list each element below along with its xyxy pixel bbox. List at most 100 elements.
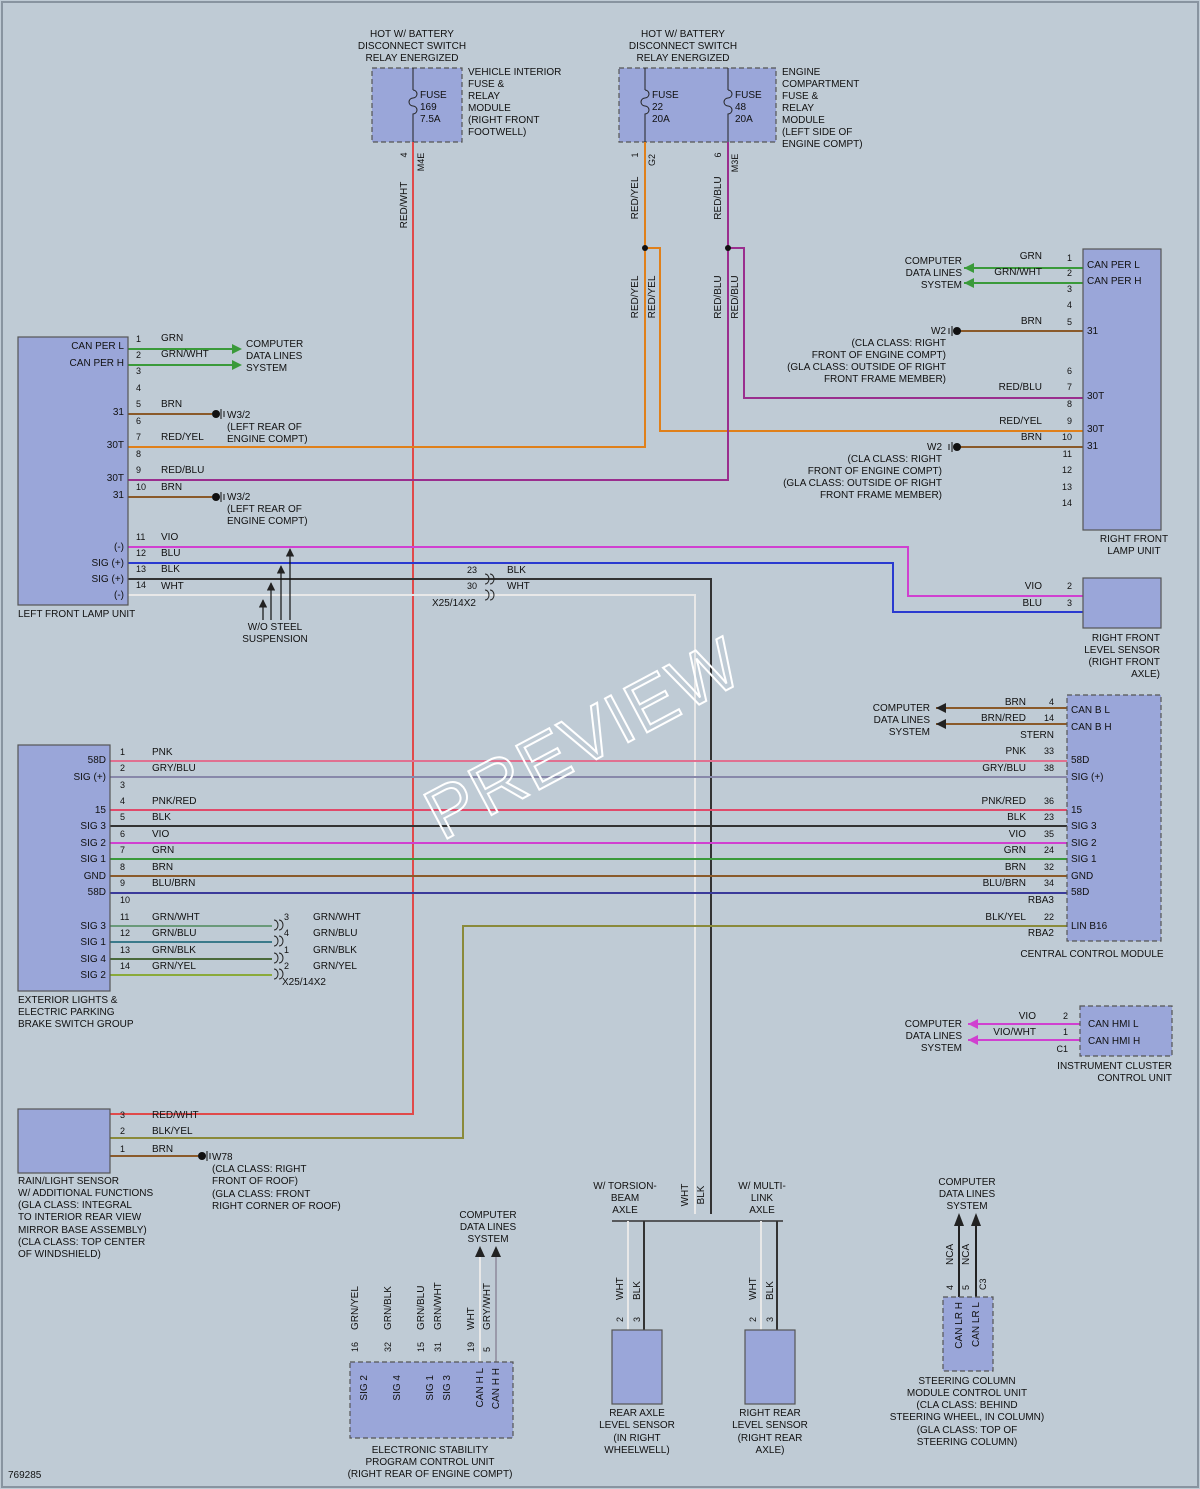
- pin: 24: [1044, 845, 1054, 855]
- pin: 1: [1067, 253, 1072, 263]
- left-lamp-30t: 30T: [107, 440, 124, 451]
- right-rear-box: [744, 1329, 796, 1405]
- multilink-label: AXLE: [749, 1205, 775, 1216]
- pin: 23: [467, 565, 477, 575]
- ext-label: SIG 2: [80, 970, 106, 981]
- connector-icon: [273, 968, 284, 980]
- ccm-label: SIG 2: [1071, 838, 1097, 849]
- wire-label-red-yel: RED/YEL: [630, 176, 641, 219]
- fuse2-conn-b: M3E: [730, 154, 740, 173]
- wire-label-red-yel: RED/YEL: [647, 275, 658, 318]
- left-lamp-can-per-l: CAN PER L: [71, 341, 124, 352]
- ground-label: FRONT OF ENGINE COMPT): [812, 350, 946, 361]
- pin: 31: [433, 1342, 443, 1352]
- wire-label: BRN/RED: [981, 713, 1026, 724]
- fuse-box-1: HOT W/ BATTERY DISCONNECT SWITCH RELAY E…: [358, 29, 561, 228]
- pin: 11: [1063, 449, 1072, 459]
- ccm-label: CAN B H: [1071, 722, 1112, 733]
- exterior-lights-group: EXTERIOR LIGHTS & ELECTRIC PARKING BRAKE…: [17, 744, 200, 1030]
- wire-label: PNK: [1005, 746, 1026, 757]
- cdl-label-2: DATA LINES: [246, 351, 303, 362]
- rear-axle-box: [611, 1329, 663, 1405]
- arrow-left-icon: [964, 263, 974, 273]
- esp-name: ELECTRONIC STABILITY: [372, 1445, 489, 1456]
- fuse-icon: [723, 68, 733, 142]
- rf-level-name: RIGHT FRONT: [1092, 633, 1160, 644]
- pin: 3: [136, 366, 141, 376]
- fuse2-pin-b: 6: [713, 152, 723, 157]
- wire-label: VIO/WHT: [993, 1027, 1036, 1038]
- axle-options: W/ TORSION- BEAM AXLE W/ MULTI- LINK AXL…: [593, 1181, 786, 1216]
- suspension-arrows: [258, 548, 295, 620]
- wire-label: VIO: [1009, 829, 1026, 840]
- fuse1-module-5: (RIGHT FRONT: [468, 115, 539, 126]
- wires: [110, 142, 1083, 1362]
- wire-label: BLK/YEL: [985, 912, 1026, 923]
- rain-name: OF WINDSHIELD): [18, 1249, 101, 1260]
- wire-label: WHT: [161, 581, 184, 592]
- wire-label: PNK/RED: [982, 796, 1026, 807]
- rear-axle-name: WHEELWELL): [604, 1445, 669, 1456]
- wire-label: RED/BLU: [999, 382, 1042, 393]
- torsion-label: W/ TORSION-: [593, 1181, 657, 1192]
- ground-label: RIGHT CORNER OF ROOF): [212, 1201, 341, 1212]
- left-lamp-31: 31: [113, 490, 125, 501]
- cdl-label: DATA LINES: [906, 1031, 963, 1042]
- instrument-cluster: INSTRUMENT CLUSTER CONTROL UNIT CAN HMI …: [905, 1005, 1173, 1084]
- rain-light-sensor: RAIN/LIGHT SENSOR W/ ADDITIONAL FUNCTION…: [17, 1108, 341, 1260]
- right-lamp-label: CAN PER L: [1087, 260, 1140, 271]
- pin: 14: [120, 961, 130, 971]
- pin: 11: [120, 912, 129, 922]
- left-lamp-name: LEFT FRONT LAMP UNIT: [18, 609, 135, 620]
- wire-label-red-wht: RED/WHT: [399, 182, 410, 229]
- multilink-label: W/ MULTI-: [738, 1181, 786, 1192]
- fuse-box-2: HOT W/ BATTERY DISCONNECT SWITCH RELAY E…: [618, 29, 863, 319]
- cdl-label: DATA LINES: [939, 1189, 996, 1200]
- connector-icon: [273, 952, 284, 964]
- wire-label: RED/YEL: [161, 432, 204, 443]
- wire-label: GRN/BLU: [152, 928, 196, 939]
- wire-label: BRN: [152, 862, 173, 873]
- pin: 4: [945, 1285, 955, 1290]
- ground-label: FRONT OF ENGINE COMPT): [808, 466, 942, 477]
- rain-name: (GLA CLASS: INTEGRAL: [18, 1200, 132, 1211]
- pin: 4: [1049, 697, 1054, 707]
- pin: 1: [120, 747, 125, 757]
- pin: 3: [1067, 598, 1072, 608]
- fuse2-module-2: COMPARTMENT: [782, 79, 859, 90]
- ccm-label: 58D: [1071, 887, 1089, 898]
- fuse1-header-2: DISCONNECT SWITCH: [358, 41, 466, 52]
- fuse2-module-1: ENGINE: [782, 67, 821, 78]
- ext-label: SIG 1: [80, 937, 106, 948]
- arrow-left-icon: [964, 278, 974, 288]
- pin: 14: [136, 580, 146, 590]
- wire-label: GRN/WHT: [433, 1282, 444, 1330]
- wire-blu: [128, 562, 1083, 613]
- wire-label: PNK/RED: [152, 796, 196, 807]
- esp-name: PROGRAM CONTROL UNIT: [365, 1457, 494, 1468]
- wire-label: GRN: [161, 333, 183, 344]
- suspension-label: W/O STEEL: [248, 622, 303, 633]
- pin: 1: [1063, 1027, 1068, 1037]
- rain-name: TO INTERIOR REAR VIEW: [18, 1212, 142, 1223]
- cdl-label: DATA LINES: [460, 1222, 517, 1233]
- wire-label: BLU/BRN: [983, 878, 1026, 889]
- pin: 5: [1067, 317, 1072, 327]
- ground-label: (GLA CLASS: FRONT: [212, 1189, 310, 1200]
- preview-watermark: PREVIEW: [412, 622, 755, 855]
- rf-level-name: (RIGHT FRONT: [1089, 657, 1160, 668]
- wire-label: BRN: [152, 1144, 173, 1155]
- arrow-up-icon: [475, 1246, 485, 1257]
- arrow-left-icon: [936, 719, 946, 729]
- pin: 3: [120, 1110, 125, 1120]
- ext-lights-name: ELECTRIC PARKING: [18, 1007, 115, 1018]
- cdl-label: SYSTEM: [889, 727, 930, 738]
- fuse1-header-3: RELAY ENERGIZED: [366, 53, 459, 64]
- pin: 5: [120, 812, 125, 822]
- ground-icon: [212, 409, 225, 419]
- cdl-label: SYSTEM: [467, 1234, 508, 1245]
- wire-label: BLU/BRN: [152, 878, 195, 889]
- pin: 3: [120, 780, 125, 790]
- wire-label: BLK: [1007, 812, 1026, 823]
- instrument-name: CONTROL UNIT: [1097, 1073, 1172, 1084]
